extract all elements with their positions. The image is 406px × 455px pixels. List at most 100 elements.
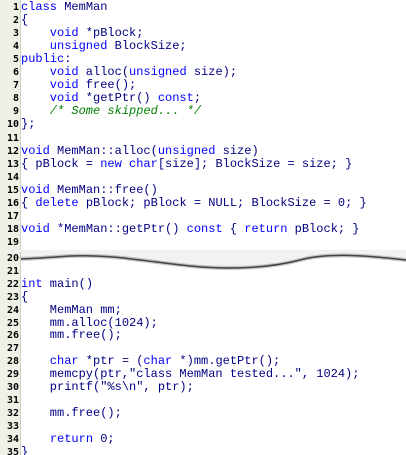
code-text: void *MemMan::getPtr() const { return pB… bbox=[21, 221, 360, 236]
code-text: void free(); bbox=[21, 79, 136, 92]
line-number: 11 bbox=[6, 132, 19, 144]
code-token: { bbox=[21, 13, 29, 28]
code-token: memcpy(ptr,"class MemMan tested...", 102… bbox=[21, 367, 360, 382]
line-number: 33 bbox=[6, 420, 19, 432]
line-number: 23 bbox=[6, 291, 19, 303]
line-number: 34 bbox=[6, 433, 19, 445]
line-number: 17 bbox=[6, 210, 19, 222]
code-line[interactable]: 16{ delete pBlock; pBlock = NULL; BlockS… bbox=[0, 195, 406, 210]
keyword-token: void bbox=[21, 78, 79, 93]
code-line[interactable]: 27 bbox=[0, 342, 406, 355]
keyword-token: class bbox=[21, 0, 58, 14]
code-token: alloc( bbox=[78, 65, 130, 80]
keyword-token: public bbox=[21, 52, 65, 67]
code-line[interactable]: 25 mm.alloc(1024); bbox=[0, 316, 406, 330]
code-line[interactable]: 19 bbox=[0, 236, 406, 249]
code-line[interactable]: 26 mm.free(); bbox=[0, 329, 406, 342]
code-line[interactable]: 3 void *pBlock; bbox=[0, 27, 406, 40]
code-line[interactable]: 31 bbox=[0, 394, 406, 407]
code-text: void *pBlock; bbox=[21, 26, 144, 41]
code-token: mm.free(); bbox=[21, 405, 122, 420]
line-number: 25 bbox=[6, 317, 19, 329]
code-token bbox=[21, 432, 50, 446]
code-line[interactable]: 29 memcpy(ptr,"class MemMan tested...", … bbox=[0, 368, 406, 381]
code-text: { pBlock = new char[size]; BlockSize = s… bbox=[21, 156, 353, 171]
code-token: BlockSize; bbox=[107, 39, 187, 54]
code-line[interactable]: 17 bbox=[0, 210, 406, 223]
code-line[interactable]: 34 return 0; bbox=[0, 431, 406, 446]
code-text: int main() bbox=[21, 277, 93, 291]
line-number: 3 bbox=[12, 28, 19, 40]
code-line[interactable]: 32 mm.free(); bbox=[0, 405, 406, 420]
code-line[interactable]: 30 printf("%s\n", ptr); bbox=[0, 381, 406, 394]
code-line[interactable]: 33 bbox=[0, 420, 406, 433]
code-line[interactable]: 21 bbox=[0, 265, 406, 278]
code-text: unsigned BlockSize; bbox=[21, 40, 187, 53]
code-line[interactable]: 14 bbox=[0, 171, 406, 184]
code-text: public: bbox=[21, 53, 71, 66]
code-line[interactable]: 13{ pBlock = new char[size]; BlockSize =… bbox=[0, 156, 406, 171]
line-number: 19 bbox=[6, 236, 19, 248]
code-line[interactable]: 24 MemMan mm; bbox=[0, 303, 406, 317]
line-number: 20 bbox=[6, 253, 19, 264]
line-number: 1 bbox=[12, 2, 19, 13]
line-number: 29 bbox=[6, 369, 19, 381]
code-text: } bbox=[21, 444, 29, 455]
code-token: } bbox=[21, 444, 29, 455]
keyword-token: char bbox=[21, 354, 79, 369]
code-line[interactable]: 10}; bbox=[0, 118, 406, 131]
keyword-token: return bbox=[49, 431, 94, 446]
code-token bbox=[122, 157, 129, 171]
code-text: void MemMan::alloc(unsigned size) bbox=[21, 143, 259, 158]
keyword-token: void bbox=[21, 143, 50, 158]
code-line[interactable]: 8 void *getPtr() const; bbox=[0, 92, 406, 105]
line-number: 18 bbox=[6, 223, 19, 235]
line-number: 15 bbox=[6, 184, 19, 196]
code-line[interactable]: 35} bbox=[0, 444, 406, 455]
line-number: 32 bbox=[6, 407, 19, 419]
code-token: { bbox=[21, 195, 36, 210]
code-line[interactable]: 11 bbox=[0, 132, 406, 145]
code-token: pBlock; pBlock = NULL; BlockSize = 0; } bbox=[78, 195, 367, 210]
code-line[interactable]: 20 bbox=[0, 252, 406, 265]
code-line[interactable]: 23{ bbox=[0, 290, 406, 304]
keyword-token: unsigned bbox=[21, 39, 108, 54]
line-number: 12 bbox=[6, 145, 19, 157]
keyword-token: void bbox=[21, 26, 79, 41]
line-number: 9 bbox=[12, 106, 19, 118]
code-token: size); bbox=[186, 65, 238, 80]
code-line[interactable]: 9 /* Some skipped... */ bbox=[0, 105, 406, 118]
code-token: *ptr = ( bbox=[78, 354, 144, 369]
page-break-wave-icon bbox=[0, 250, 406, 270]
code-token: size) bbox=[215, 143, 259, 158]
code-token: *pBlock; bbox=[78, 26, 144, 41]
code-token: [size]; BlockSize = size; } bbox=[157, 156, 353, 171]
code-token: ; bbox=[193, 91, 202, 106]
line-number: 27 bbox=[6, 343, 19, 355]
line-number: 5 bbox=[12, 54, 19, 66]
keyword-token: void bbox=[21, 182, 50, 197]
code-line[interactable]: 4 unsigned BlockSize; bbox=[0, 40, 406, 53]
keyword-token: new bbox=[100, 156, 122, 171]
code-line[interactable]: 6 void alloc(unsigned size); bbox=[0, 66, 406, 79]
code-text: void *getPtr() const; bbox=[21, 92, 201, 105]
code-line[interactable]: 7 void free(); bbox=[0, 79, 406, 92]
keyword-token: unsigned bbox=[129, 65, 187, 80]
line-number: 14 bbox=[6, 171, 19, 183]
keyword-token: void bbox=[21, 221, 50, 236]
line-number: 21 bbox=[6, 265, 19, 277]
keyword-token: const bbox=[186, 221, 223, 236]
keyword-token: delete bbox=[35, 195, 79, 210]
code-line[interactable]: 2{ bbox=[0, 14, 406, 27]
keyword-token: void bbox=[21, 91, 79, 106]
code-line[interactable]: 28 char *ptr = (char *)mm.getPtr(); bbox=[0, 355, 406, 368]
line-number: 10 bbox=[6, 119, 19, 131]
code-text: mm.free(); bbox=[21, 405, 122, 420]
code-text: { bbox=[21, 14, 28, 27]
